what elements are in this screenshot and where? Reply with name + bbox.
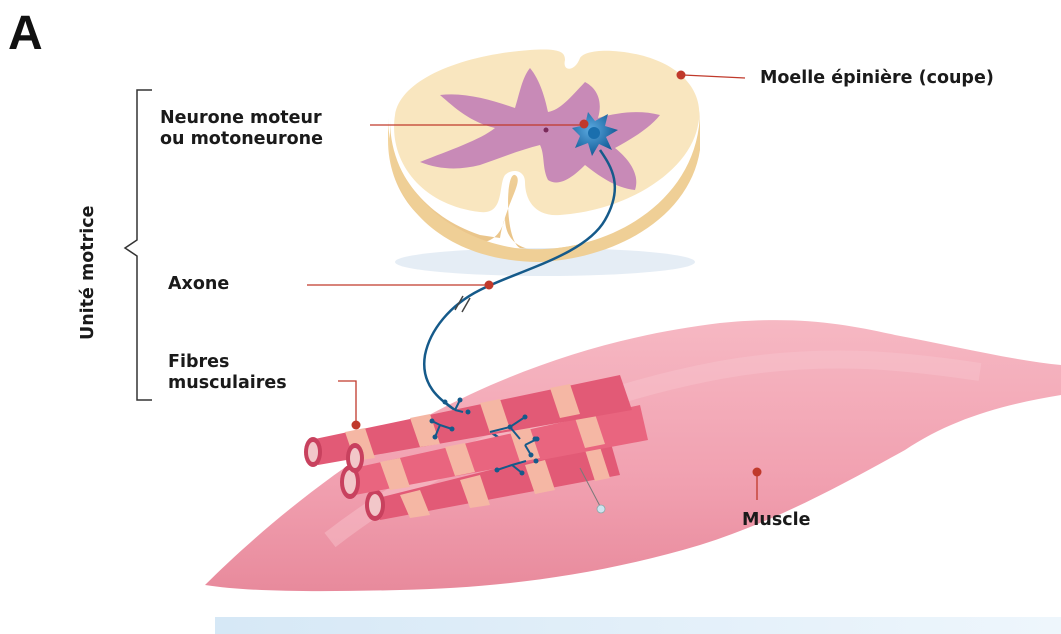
label-motor-neuron-line1: Neurone moteur <box>160 108 322 129</box>
label-spinal-cord: Moelle épinière (coupe) <box>760 68 994 89</box>
muscle-interior-dot <box>597 505 605 513</box>
spinal-cord <box>388 49 700 276</box>
axon-break-left <box>455 296 463 310</box>
label-muscle: Muscle <box>742 510 811 531</box>
ground-band <box>215 617 1061 634</box>
leader-fibers <box>338 381 356 423</box>
label-axon: Axone <box>168 274 229 295</box>
label-motor-neuron-line2: ou motoneurone <box>160 129 323 150</box>
label-motor-unit: Unité motrice <box>78 206 98 341</box>
leader-spinal-cord <box>683 75 745 78</box>
motor-neuron-nucleus <box>588 127 600 139</box>
label-fibers-line2: musculaires <box>168 373 287 394</box>
label-fibers-line1: Fibres <box>168 352 229 373</box>
central-canal <box>544 128 549 133</box>
motor-unit-brace <box>125 90 152 400</box>
